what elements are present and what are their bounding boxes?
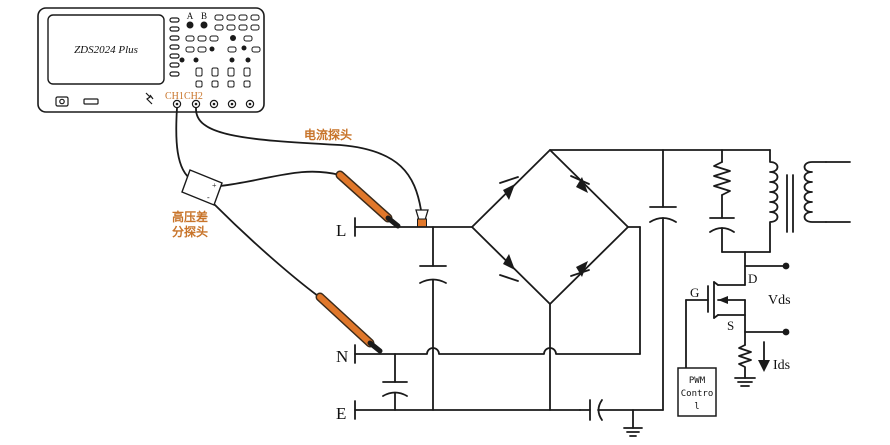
power-button[interactable] — [55, 96, 69, 107]
power-icon — [59, 98, 65, 105]
diff-probe-minus-lead — [214, 204, 319, 297]
oscilloscope-model: ZDS2024 Plus — [74, 44, 138, 56]
transformer — [769, 149, 851, 253]
current-probe-label: 电流探头 — [304, 127, 352, 142]
vds-top-node — [782, 262, 790, 270]
mosfet — [685, 251, 746, 369]
diff-probe-plus-lead — [219, 170, 341, 187]
pwm-controller: PWM Contro l — [677, 367, 717, 417]
pwm-label-3: l — [694, 402, 699, 412]
knob-a[interactable] — [186, 21, 194, 29]
vds-bottom-node — [782, 328, 790, 336]
bnc-connectors[interactable] — [172, 99, 255, 109]
bridge-rectifier — [471, 149, 641, 411]
ch1-label: CH1 — [165, 91, 184, 102]
snubber — [709, 149, 771, 253]
input-wiring — [354, 226, 641, 411]
hv-diff-probe: + - — [181, 169, 223, 206]
control-buttons[interactable] — [185, 14, 261, 53]
oscilloscope: ZDS2024 Plus A B — [37, 7, 265, 113]
mosfet-drain-link — [713, 281, 719, 286]
diff-probe-minus: - — [207, 193, 210, 202]
pwm-label-2: Contro — [681, 389, 714, 399]
ch2-cable — [195, 107, 422, 211]
terminal-e: E — [336, 404, 346, 423]
probe-l — [335, 170, 401, 229]
pwm-label-1: PWM — [689, 376, 706, 386]
terminal-l: L — [336, 221, 346, 240]
diff-probe-plus: + — [212, 181, 217, 190]
gate-label: G — [690, 285, 699, 300]
diode-1 — [499, 176, 519, 200]
knob-a-label: A — [187, 11, 194, 21]
diode-4 — [570, 261, 590, 277]
diode-3 — [499, 254, 519, 282]
ids-label: Ids — [773, 358, 790, 373]
terminal-n: N — [336, 347, 348, 366]
sense-resistor — [734, 344, 756, 387]
hv-diff-probe-label-2: 分探头 — [172, 224, 208, 239]
probe-comp-icon — [145, 92, 154, 105]
mosfet-arrow — [718, 296, 728, 304]
drain-label: D — [748, 271, 757, 286]
ids-arrow-icon — [758, 360, 770, 372]
control-knobs[interactable] — [179, 35, 251, 63]
dc-bus — [549, 149, 771, 437]
channel-scale-controls[interactable] — [195, 67, 251, 88]
knob-b[interactable] — [200, 21, 208, 29]
softkeys[interactable] — [169, 17, 180, 77]
ch2-label: CH2 — [184, 91, 203, 102]
hv-diff-probe-label-1: 高压差 — [172, 209, 208, 224]
oscilloscope-screen — [47, 14, 165, 85]
usb-port — [83, 98, 99, 105]
knob-b-label: B — [201, 11, 207, 21]
current-probe-clamp — [415, 209, 429, 228]
source-label: S — [727, 318, 734, 333]
vds-label: Vds — [768, 293, 791, 308]
diode-2 — [570, 175, 590, 193]
probe-n — [315, 292, 383, 354]
mosfet-source-link — [713, 314, 719, 319]
